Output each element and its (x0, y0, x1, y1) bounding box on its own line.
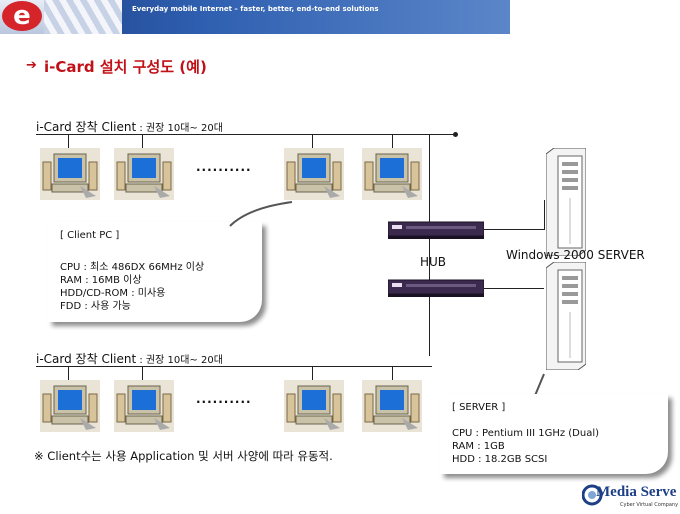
callout-heading: [ Client PC ] (60, 230, 120, 241)
media-serve-logo: Media Serve Cyber Virtual Company (581, 484, 679, 510)
logo-tagline: Cyber Virtual Company (620, 502, 679, 508)
pc-drop-line (68, 134, 69, 148)
server-spec-callout: [ SERVER ] CPU : Pentium III 1GHz (Dual)… (440, 394, 668, 474)
header-banner: e Everyday mobile Internet – faster, bet… (0, 0, 510, 34)
client-pc-spec-callout: [ Client PC ] CPU : 최소 486DX 66MHz 이상 RA… (48, 222, 262, 322)
hub-label: HUB (420, 255, 447, 269)
e-logo-icon: e (2, 1, 42, 31)
client-pc-icon (114, 380, 174, 432)
server-tower-icon (545, 147, 587, 257)
callout-line: FDD : 사용 가능 (60, 301, 131, 312)
client-pc-icon (40, 148, 100, 200)
pc-drop-line (142, 134, 143, 148)
hub-to-server-line (484, 288, 544, 289)
banner-tagline: Everyday mobile Internet – faster, bette… (132, 5, 379, 13)
footnote: ※ Client수는 사용 Application 및 서버 사양에 따라 유동… (34, 449, 333, 463)
callout-line: HDD : 18.2GB SCSI (452, 454, 548, 465)
ellipsis: .......... (196, 392, 252, 406)
client-pc-icon (284, 380, 344, 432)
logo-wordmark: Media Serve (596, 484, 677, 500)
hub-to-server-line (544, 200, 545, 230)
network-line-bottom (36, 366, 432, 367)
hub-device-icon (387, 220, 485, 240)
callout-line: RAM : 1GB (452, 441, 505, 452)
banner-logo: e (0, 0, 122, 34)
ellipsis: .......... (196, 160, 252, 174)
pc-drop-line (312, 366, 313, 380)
trunk-line (429, 134, 430, 356)
client-pc-icon (114, 148, 174, 200)
hub-device-icon (387, 278, 485, 298)
callout-line: HDD/CD-ROM : 미사용 (60, 288, 166, 299)
callout-line: RAM : 16MB 이상 (60, 275, 142, 286)
pc-drop-line (392, 366, 393, 380)
node-dot (453, 132, 458, 137)
pc-drop-line (312, 134, 313, 148)
client-pc-icon (362, 380, 422, 432)
banner-decoration (44, 0, 122, 34)
hub-to-server-line (484, 229, 544, 230)
server-label: Windows 2000 SERVER (506, 248, 645, 262)
client-pc-icon (284, 148, 344, 200)
server-tower-icon (545, 261, 587, 371)
callout-line: CPU : 최소 486DX 66MHz 이상 (60, 262, 205, 273)
pc-drop-line (142, 366, 143, 380)
pc-drop-line (392, 134, 393, 148)
client-row-label-top: i-Card 장착 Client : 권장 10대~ 20대 (36, 120, 223, 134)
callout-line: CPU : Pentium III 1GHz (Dual) (452, 428, 600, 439)
callout-pointer (229, 201, 293, 227)
client-pc-icon (362, 148, 422, 200)
pc-drop-line (68, 366, 69, 380)
title-arrow-icon: ➔ (26, 58, 37, 73)
client-row-label-bottom: i-Card 장착 Client : 권장 10대~ 20대 (36, 352, 223, 366)
network-line-top (36, 134, 456, 135)
callout-heading: [ SERVER ] (452, 402, 506, 413)
client-pc-icon (40, 380, 100, 432)
page-title: i-Card 설치 구성도 (예) (44, 58, 207, 76)
